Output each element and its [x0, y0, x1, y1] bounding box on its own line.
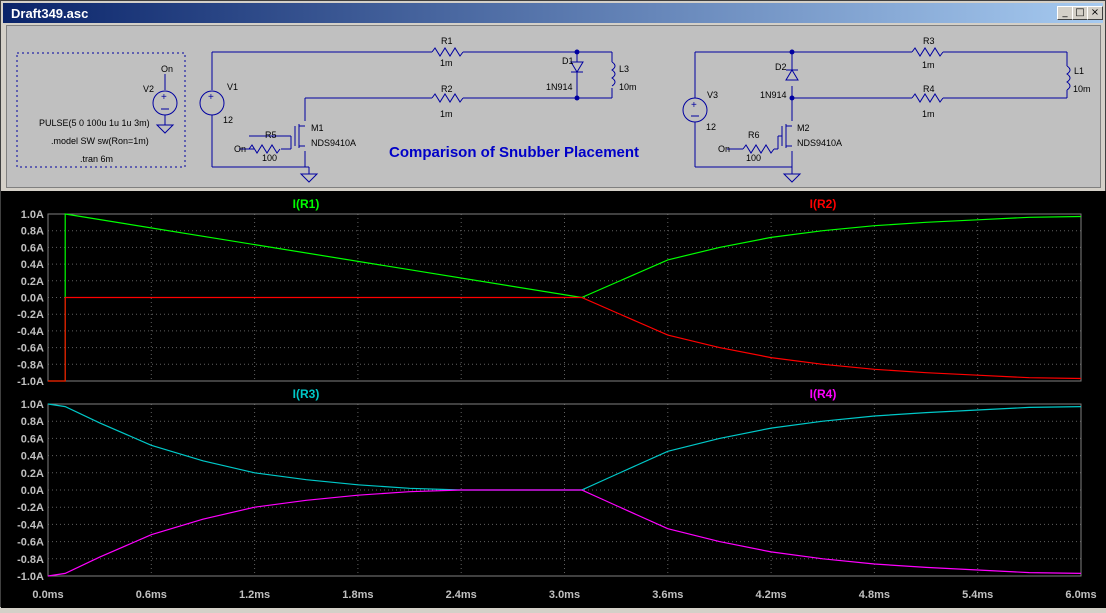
- directive-pulse: PULSE(5 0 100u 1u 1u 3m): [39, 118, 150, 128]
- label-m2: M2: [797, 123, 810, 133]
- svg-text:+: +: [161, 92, 167, 103]
- window-title: Draft349.asc: [11, 6, 89, 21]
- y-tick-label: 0.0A: [21, 485, 44, 497]
- y-tick-label: 1.0A: [21, 209, 44, 221]
- legend-label: I(R2): [810, 197, 837, 211]
- value-v3: 12: [706, 122, 716, 132]
- directive-model: .model SW sw(Ron=1m): [51, 136, 149, 146]
- y-tick-label: 0.8A: [21, 416, 44, 428]
- value-r4: 1m: [922, 109, 935, 119]
- x-tick-label: 6.0ms: [1065, 589, 1096, 601]
- title-bar[interactable]: Draft349.asc _ □ ×: [3, 3, 1103, 23]
- net-label-on-2: On: [718, 144, 730, 154]
- x-tick-label: 3.0ms: [549, 589, 580, 601]
- y-tick-label: 0.4A: [21, 451, 44, 463]
- plot-pane-border: [47, 403, 1082, 577]
- svg-text:V2: V2: [143, 84, 154, 94]
- label-l3: L3: [619, 64, 629, 74]
- legend-label: I(R4): [810, 387, 837, 401]
- maximize-icon: □: [1075, 7, 1085, 18]
- waveform-viewer[interactable]: 1.0A 0.8A 0.6A 0.4A 0.2A 0.0A -0.2A -0.4A -0.6A -…: [1, 191, 1106, 608]
- x-tick-label: 0.0ms: [32, 589, 63, 601]
- waveform-plot[interactable]: 1.0A 0.8A 0.6A 0.4A 0.2A 0.0A -0.2A -0.4A -0.6A -…: [1, 191, 1106, 608]
- label-r1: R1: [441, 36, 453, 46]
- schematic-caption: Comparison of Snubber Placement: [389, 144, 639, 161]
- x-tick-label: 1.8ms: [342, 589, 373, 601]
- value-d1: 1N914: [546, 82, 573, 92]
- svg-text:+: +: [691, 100, 697, 111]
- label-m1: M1: [311, 123, 324, 133]
- legend-label: I(R1): [293, 197, 320, 211]
- minimize-button[interactable]: _: [1057, 6, 1073, 20]
- label-r4: R4: [923, 84, 935, 94]
- value-r1: 1m: [440, 58, 453, 68]
- y-tick-label: -1.0A: [17, 571, 44, 583]
- directive-box: [16, 52, 186, 168]
- series-line-ir2: [48, 296, 1082, 382]
- y-tick-label: -0.2A: [17, 309, 44, 321]
- directive-tran: .tran 6m: [80, 154, 113, 164]
- label-r2: R2: [441, 84, 453, 94]
- legend-label: I(R3): [293, 387, 320, 401]
- net-label-on-1: On: [234, 144, 246, 154]
- label-v3: V3: [707, 90, 718, 100]
- series-line-ir1: [48, 213, 1082, 382]
- circuit-1: [199, 47, 616, 183]
- y-tick-label: 0.8A: [21, 226, 44, 238]
- close-button[interactable]: ×: [1087, 6, 1103, 20]
- y-tick-label: 0.2A: [21, 276, 44, 288]
- circuit-2: [682, 47, 1071, 183]
- y-tick-label: 0.6A: [21, 433, 44, 445]
- y-tick-label: -0.6A: [17, 343, 44, 355]
- x-tick-label: 5.4ms: [962, 589, 993, 601]
- series-line-ir4: [47, 489, 1082, 577]
- value-r6: 100: [746, 153, 761, 163]
- value-m1: NDS9410A: [311, 138, 356, 148]
- y-tick-label: 1.0A: [21, 399, 44, 411]
- maximize-button[interactable]: □: [1072, 6, 1088, 20]
- label-r6: R6: [748, 130, 760, 140]
- x-tick-label: 3.6ms: [652, 589, 683, 601]
- y-tick-label: -0.8A: [17, 554, 44, 566]
- y-tick-label: -0.6A: [17, 537, 44, 549]
- close-icon: ×: [1090, 7, 1100, 18]
- y-tick-label: -0.4A: [17, 519, 44, 531]
- y-tick-label: 0.2A: [21, 468, 44, 480]
- schematic-canvas[interactable]: PULSE(5 0 100u 1u 1u 3m) .model SW sw(Ro…: [6, 25, 1101, 188]
- value-r3: 1m: [922, 60, 935, 70]
- x-tick-label: 1.2ms: [239, 589, 270, 601]
- y-tick-label: 0.0A: [21, 293, 44, 305]
- svg-text:+: +: [208, 92, 214, 103]
- label-r3: R3: [923, 36, 935, 46]
- y-tick-label: 0.4A: [21, 259, 44, 271]
- value-r5: 100: [262, 153, 277, 163]
- value-d2: 1N914: [760, 90, 787, 100]
- value-r2: 1m: [440, 109, 453, 119]
- value-v1: 12: [223, 115, 233, 125]
- y-tick-label: -0.8A: [17, 359, 44, 371]
- y-tick-label: -0.2A: [17, 502, 44, 514]
- minimize-icon: _: [1062, 7, 1068, 18]
- label-l1: L1: [1074, 66, 1084, 76]
- voltage-source-v2[interactable]: + V2 On: [143, 64, 178, 134]
- label-d1: D1: [562, 56, 574, 66]
- label-v1: V1: [227, 82, 238, 92]
- y-tick-label: -1.0A: [17, 376, 44, 388]
- value-m2: NDS9410A: [797, 138, 842, 148]
- x-tick-label: 0.6ms: [136, 589, 167, 601]
- y-tick-label: -0.4A: [17, 326, 44, 338]
- net-label-on: On: [161, 64, 173, 74]
- plot-pane-border: [47, 213, 1082, 382]
- label-r5: R5: [265, 130, 277, 140]
- value-l3: 10m: [619, 82, 637, 92]
- x-tick-label: 4.8ms: [859, 589, 890, 601]
- value-l1: 10m: [1073, 84, 1091, 94]
- label-d2: D2: [775, 62, 787, 72]
- y-tick-label: 0.6A: [21, 242, 44, 254]
- x-tick-label: 2.4ms: [446, 589, 477, 601]
- x-tick-label: 4.2ms: [755, 589, 786, 601]
